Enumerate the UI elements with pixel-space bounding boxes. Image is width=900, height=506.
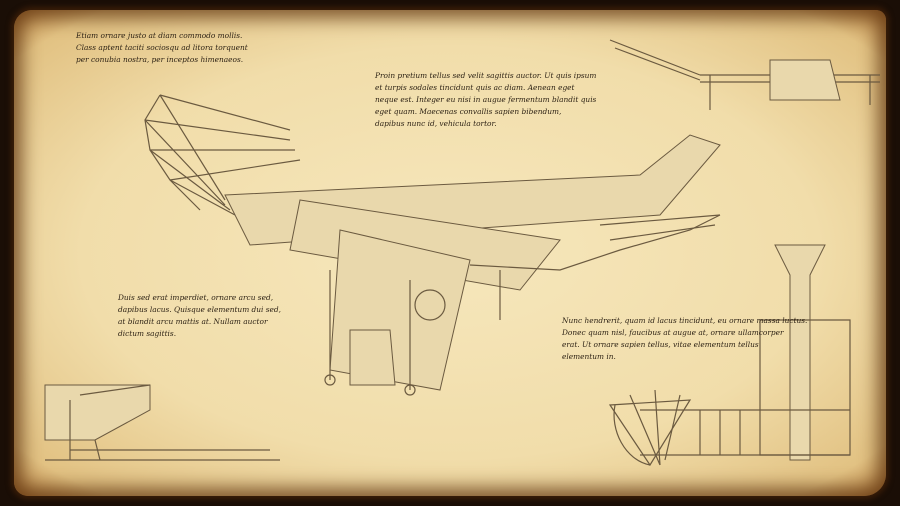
bottom-right-tower-drawing [608,244,851,467]
note-top-center: Proin pretium tellus sed velit sagittis … [375,71,597,128]
note-top-left: Etiam ornare justo at diam commodo molli… [76,31,248,64]
note-middle-right: Nunc hendrerit, quam id lacus tincidunt,… [562,316,808,361]
main-ornithopter-drawing [144,94,721,396]
top-right-wing-drawing [609,39,880,110]
bottom-left-side-drawing [44,384,280,461]
note-middle-left: Duis sed erat imperdiet, ornare arcu sed… [118,293,282,338]
